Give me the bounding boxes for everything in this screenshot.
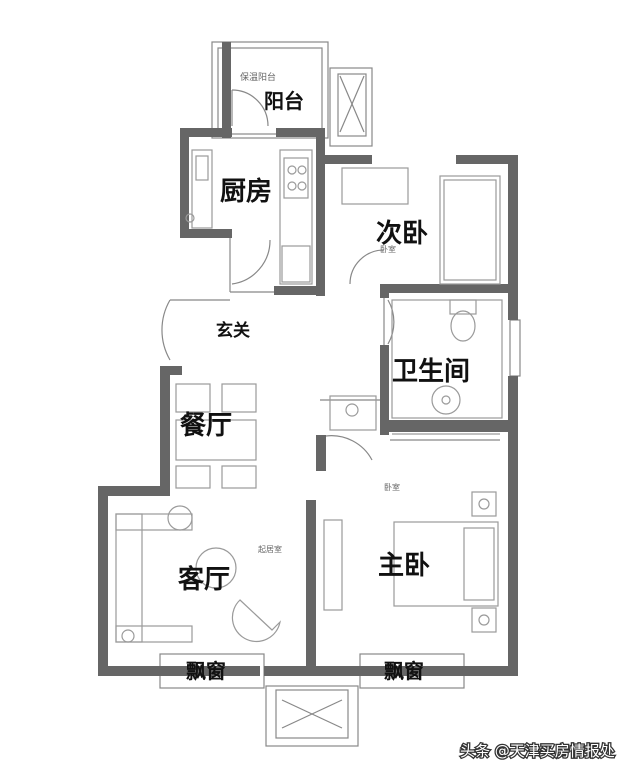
second-bedroom-label: 次卧: [376, 219, 428, 249]
thin-outline: [159, 41, 521, 747]
walls: [98, 42, 518, 676]
master-bedroom-label: 主卧: [378, 551, 430, 581]
living-label: 客厅: [178, 564, 230, 595]
balcony-small-label: 保温阳台: [240, 71, 276, 83]
bay-window-right-label: 飘窗: [384, 659, 424, 683]
entrance-label: 玄关: [216, 320, 250, 341]
balcony-label: 阳台: [264, 89, 304, 113]
kitchen-label: 厨房: [220, 177, 272, 207]
bathroom-label: 卫生间: [392, 357, 470, 387]
bay-window-left-label: 飘窗: [186, 659, 226, 683]
second-bedroom-small-label: 卧室: [380, 244, 396, 254]
dining-label: 餐厅: [180, 411, 232, 441]
furniture: [115, 149, 503, 643]
watermark: 头条 @天津买房情报处: [460, 742, 615, 760]
living-small-label: 起居室: [258, 544, 282, 554]
master-bedroom-small-label: 卧室: [384, 482, 400, 492]
doors: [161, 89, 395, 461]
